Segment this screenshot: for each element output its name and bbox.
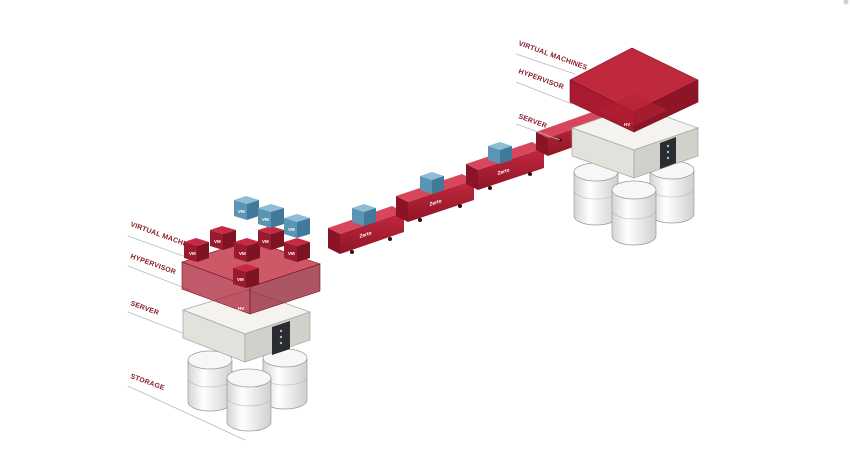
server-led-icon [279, 329, 283, 333]
label-hypervisor: HYPERVISOR [129, 253, 176, 276]
vm-badge: VM [288, 251, 295, 256]
server-led-icon [279, 335, 283, 339]
label-leader-line [515, 81, 573, 105]
replicating-vm-cube: VM [234, 196, 259, 220]
storage-disk [611, 180, 657, 246]
train-car: Zerto [396, 172, 474, 222]
wheel-icon [458, 204, 462, 208]
storage-disk [187, 350, 233, 412]
label-virtual-machines: VIRTUAL MACHINES [517, 40, 588, 71]
cargo-vm-cube [488, 142, 512, 164]
label-hypervisor: HYPERVISOR [517, 68, 564, 91]
replicating-vm-cube: VM [284, 214, 310, 238]
wheel-icon [528, 172, 532, 176]
hypervisor-slab: HV [181, 239, 321, 315]
vm-cube: VM [233, 264, 259, 288]
cargo-vm-cube [420, 172, 444, 194]
label-leader-line [127, 311, 186, 335]
label-leader-line [515, 53, 576, 75]
hypervisor-badge: HV [624, 122, 630, 127]
train-car: Zerto [328, 204, 404, 254]
label-server: SERVER [517, 113, 547, 130]
server-led-icon [666, 156, 670, 160]
vm-badge: VM [238, 209, 245, 214]
label-leader-line [515, 123, 561, 141]
label-leader-line [127, 265, 191, 291]
vm-cube: VM [258, 226, 284, 250]
train-car: Zerto [466, 142, 544, 190]
wheel-icon [488, 186, 492, 190]
train-car-label: Zerto [496, 167, 511, 177]
train-car-label: Zerto [358, 230, 373, 240]
wheel-icon [350, 250, 354, 254]
hypervisor-badge: HV [238, 306, 244, 311]
server-led-icon [666, 150, 670, 154]
vm-badge: VM [237, 277, 244, 282]
vm-cube: VM [284, 238, 310, 262]
wheel-icon [418, 218, 422, 222]
corner-dot-icon [843, 0, 849, 5]
replicating-vm-cube: VM [258, 204, 284, 228]
vm-badge: VM [262, 217, 269, 222]
wheel-icon [388, 237, 392, 241]
hypervisor-slab: HV [569, 47, 699, 133]
replication-train: Zerto Zerto [328, 110, 610, 254]
vm-badge: VM [239, 251, 246, 256]
vm-badge: VM [214, 239, 221, 244]
train-car-label: Zerto [428, 198, 443, 208]
vm-badge: VM [288, 227, 295, 232]
left-site: VIRTUAL MACHINES HYPERVISOR SERVER STORA… [127, 196, 321, 441]
vm-cube: VM [210, 226, 236, 250]
cargo-vm-cube [352, 204, 376, 226]
server-led-icon [666, 144, 670, 148]
storage-disk [573, 162, 619, 226]
storage-disk [226, 368, 272, 432]
server-led-icon [279, 341, 283, 345]
vm-badge: VM [189, 251, 196, 256]
label-leader-line [127, 385, 246, 441]
vm-badge: VM [262, 239, 269, 244]
vm-cube: VM [184, 238, 209, 262]
vm-cube: VM [234, 238, 260, 262]
